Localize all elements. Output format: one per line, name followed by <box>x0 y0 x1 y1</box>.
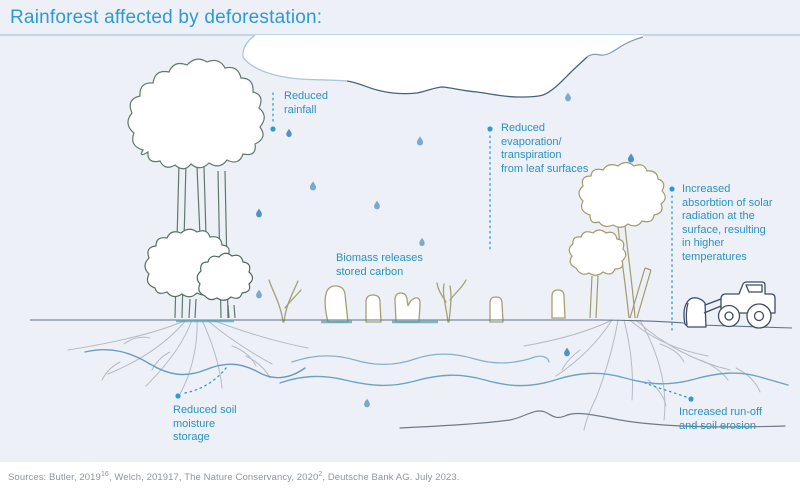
sources-superscript-16: 16 <box>100 470 109 478</box>
bulldozer-window <box>745 284 763 293</box>
infographic-canvas: Rainforest affected by deforestation: Re… <box>0 0 800 462</box>
groundwater-wave-lines <box>84 349 789 429</box>
footer: Sources: Butler, 201916, Welch, 201917, … <box>0 462 800 495</box>
annotation-leader-lines <box>184 92 687 398</box>
low-tan-canopy <box>568 229 627 276</box>
bulldozer-icon <box>683 281 776 329</box>
sources-line: Sources: Butler, 201916, Welch, 201917, … <box>8 470 460 483</box>
small-canopy-2 <box>196 252 254 301</box>
annotation-reduced-rainfall: Reduced rainfall <box>284 90 329 116</box>
remaining-trees-illustration <box>568 161 666 319</box>
erosion-wave-line <box>399 410 786 429</box>
ground-line <box>30 319 793 329</box>
cloud-icon <box>242 34 644 98</box>
annotation-biomass-carbon: Biomass releases stored carbon <box>336 252 423 278</box>
annotation-leader-dots <box>175 126 694 402</box>
large-canopy <box>127 58 265 170</box>
tall-tan-canopy <box>578 161 666 228</box>
stumps-and-dead-shrubs <box>268 279 566 323</box>
sources-text-3: , Deutsche Bank AG. July 2023. <box>322 472 460 483</box>
annotation-runoff-erosion: Increased run-off and soil erosion <box>679 406 762 432</box>
annotation-solar-radiation: Increased absorbtion of solar radiation … <box>682 183 773 263</box>
roots-left-illustration <box>67 319 309 395</box>
sources-superscript-2: 2 <box>318 470 323 478</box>
sources-text-1: Sources: Butler, 2019 <box>8 472 101 483</box>
healthy-trees-illustration <box>127 58 265 319</box>
sources-text-2: , Welch, 201917, The Nature Conservancy,… <box>108 472 319 483</box>
bulldozer-blade <box>683 297 707 328</box>
deforestation-illustration <box>0 34 800 431</box>
page-title: Rainforest affected by deforestation: <box>10 7 323 28</box>
raindrop-icons <box>256 92 635 408</box>
annotation-soil-moisture: Reduced soil moisture storage <box>173 404 237 443</box>
annotation-reduced-evaporation: Reduced evaporation/ transpiration from … <box>501 122 589 175</box>
runoff-leader-line <box>644 382 687 398</box>
